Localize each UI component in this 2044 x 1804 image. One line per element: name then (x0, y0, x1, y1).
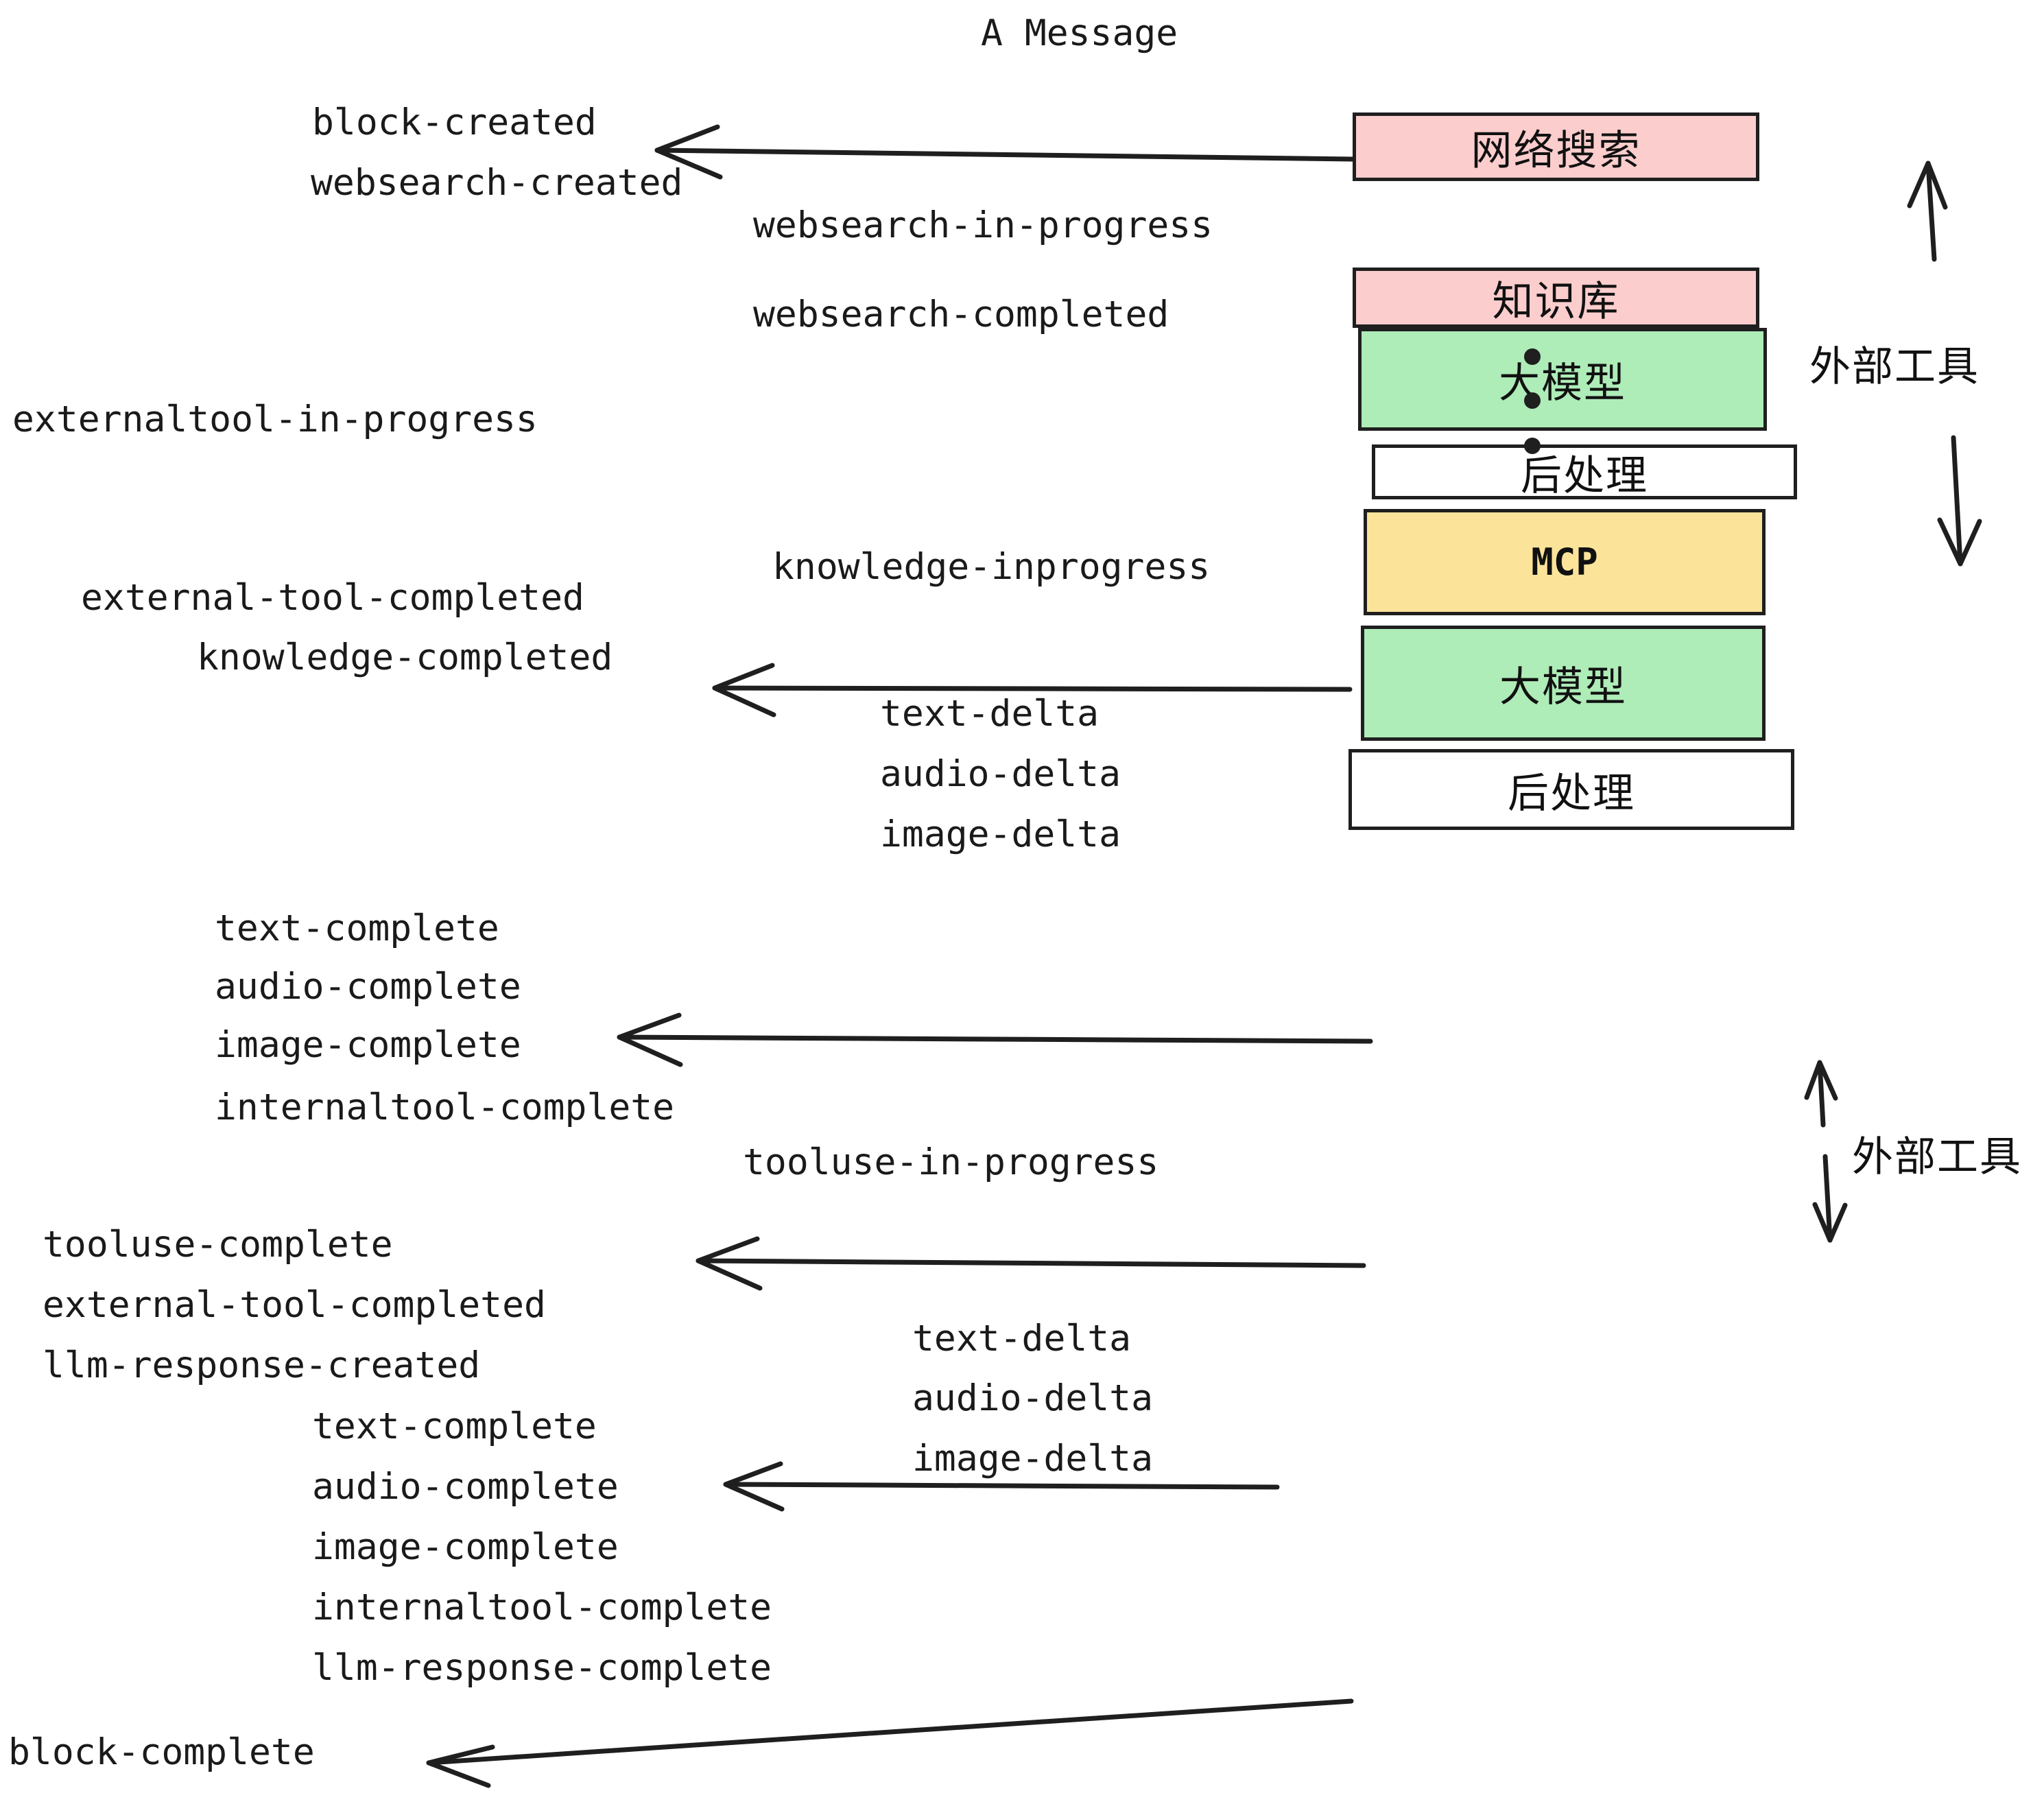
side-label-external-tool-top: 外部工具 (1809, 343, 1980, 391)
event-text-complete-2: text-complete (312, 1405, 597, 1447)
box-websearch[interactable]: 网络搜索 (1353, 112, 1759, 181)
arrow-websearch-to-left (654, 124, 1355, 180)
box-mcp-label: MCP (1531, 541, 1598, 584)
arrow-post1-to-left (617, 1012, 1373, 1067)
diagram-title: A Message (981, 12, 1178, 54)
box-postprocess-second-label: 后处理 (1508, 769, 1635, 818)
event-image-delta-2: image-delta (912, 1438, 1153, 1480)
event-audio-complete-1: audio-complete (215, 966, 521, 1008)
ellipsis-dot-3 (1524, 438, 1541, 454)
event-image-complete-2: image-complete (312, 1526, 619, 1568)
arrow-external-tool-bottom (1804, 1060, 1848, 1243)
event-internaltool-complete-1: internaltool-complete (215, 1087, 675, 1128)
box-llm-first[interactable]: 大模型 (1358, 328, 1767, 431)
box-llm-first-label: 大模型 (1499, 359, 1626, 407)
arrow-post2-to-left (426, 1698, 1354, 1788)
ellipsis-dot-2 (1524, 392, 1541, 409)
event-block-created: block-created (312, 102, 597, 143)
event-image-delta-1: image-delta (880, 814, 1121, 855)
event-external-tool-completed-1: external-tool-completed (81, 577, 584, 619)
event-text-delta-2: text-delta (912, 1318, 1132, 1360)
box-mcp[interactable]: MCP (1364, 509, 1766, 615)
side-label-external-tool-bottom: 外部工具 (1852, 1133, 2022, 1181)
event-internaltool-complete-2: internaltool-complete (312, 1587, 772, 1628)
event-audio-delta-2: audio-delta (912, 1377, 1153, 1419)
event-externaltool-in-progress: externaltool-in-progress (12, 399, 538, 440)
event-audio-delta-1: audio-delta (880, 753, 1121, 795)
event-audio-complete-2: audio-complete (312, 1466, 619, 1508)
box-postprocess-first-label: 后处理 (1521, 451, 1648, 500)
event-text-complete-1: text-complete (215, 907, 499, 949)
box-postprocess-second[interactable]: 后处理 (1348, 749, 1794, 830)
event-websearch-created: websearch-created (311, 162, 683, 204)
event-knowledge-completed: knowledge-completed (197, 637, 613, 678)
event-block-complete: block-complete (8, 1731, 315, 1773)
event-llm-response-created: llm-response-created (43, 1344, 481, 1386)
event-tooluse-in-progress: tooluse-in-progress (743, 1141, 1159, 1183)
box-llm-second[interactable]: 大模型 (1361, 626, 1766, 741)
event-tooluse-complete: tooluse-complete (43, 1224, 393, 1266)
event-image-complete-1: image-complete (215, 1024, 521, 1066)
event-text-delta-1: text-delta (880, 693, 1100, 735)
box-websearch-label: 网络搜索 (1471, 126, 1641, 175)
ellipsis-dot-1 (1524, 348, 1541, 365)
event-knowledge-inprogress: knowledge-inprogress (772, 546, 1211, 588)
event-external-tool-completed-2: external-tool-completed (43, 1284, 546, 1326)
box-knowledge[interactable]: 知识库 (1353, 268, 1759, 328)
arrow-mcp-to-left (696, 1236, 1366, 1291)
box-postprocess-first[interactable]: 后处理 (1372, 444, 1797, 500)
box-llm-second-label: 大模型 (1499, 663, 1627, 711)
event-llm-response-complete: llm-response-complete (312, 1647, 772, 1689)
event-websearch-in-progress: websearch-in-progress (753, 204, 1213, 246)
event-websearch-completed: websearch-completed (753, 294, 1169, 335)
box-knowledge-label: 知识库 (1492, 277, 1620, 326)
